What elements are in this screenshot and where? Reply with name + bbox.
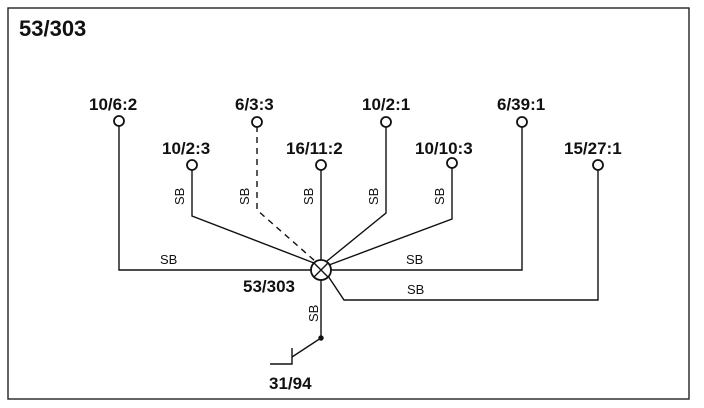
terminal-6-39-1-circle xyxy=(516,116,528,128)
terminal-15-27-1-circle xyxy=(592,159,604,171)
wire-10-2-3 xyxy=(191,170,315,264)
wire-label-10-10-3: SB xyxy=(432,188,447,205)
wire-label-16-11-2: SB xyxy=(301,188,316,205)
wire-label-10-6-2: SB xyxy=(160,252,177,267)
terminal-label-10-10-3: 10/10:3 xyxy=(415,139,473,158)
terminal-label-16-11-2: 16/11:2 xyxy=(286,139,343,158)
wire-10-2-1 xyxy=(326,126,387,262)
ground-wire-junction-dot xyxy=(318,335,324,341)
terminal-6-3-3-circle xyxy=(251,116,263,128)
diagram-title: 53/303 xyxy=(19,16,86,41)
diagram-frame xyxy=(7,7,690,400)
terminal-10-10-3-circle xyxy=(446,157,458,169)
splice-label: 53/303 xyxy=(243,277,295,296)
terminal-16-11-2-circle xyxy=(315,159,327,171)
wire-10-10-3 xyxy=(328,168,453,266)
terminal-label-6-39-1: 6/39:1 xyxy=(497,95,545,114)
terminal-label-10-6-2: 10/6:2 xyxy=(89,95,137,114)
wire-label-10-2-3: SB xyxy=(172,188,187,205)
terminal-label-10-2-3: 10/2:3 xyxy=(162,139,210,158)
wire-label-6-3-3: SB xyxy=(237,188,252,205)
wire-label-ground: SB xyxy=(306,305,321,322)
terminal-label-15-27-1: 15/27:1 xyxy=(564,139,622,158)
wire-label-10-2-1: SB xyxy=(366,188,381,205)
terminal-label-10-2-1: 10/2:1 xyxy=(362,95,410,114)
wire-15-27-1 xyxy=(327,170,599,301)
terminal-label-6-3-3: 6/3:3 xyxy=(235,95,274,114)
wire-label-6-39-1: SB xyxy=(406,252,423,267)
terminal-10-2-3-circle xyxy=(186,159,198,171)
wire-6-39-1 xyxy=(331,126,523,271)
wire-10-6-2 xyxy=(118,126,312,271)
terminal-10-2-1-circle xyxy=(380,116,392,128)
ground-symbol xyxy=(270,348,293,365)
wire-label-15-27-1: SB xyxy=(407,282,424,297)
wire-6-3-3 xyxy=(256,126,316,262)
splice-node-icon xyxy=(310,259,332,281)
terminal-10-6-2-circle xyxy=(113,115,125,127)
ground-label: 31/94 xyxy=(269,374,312,393)
